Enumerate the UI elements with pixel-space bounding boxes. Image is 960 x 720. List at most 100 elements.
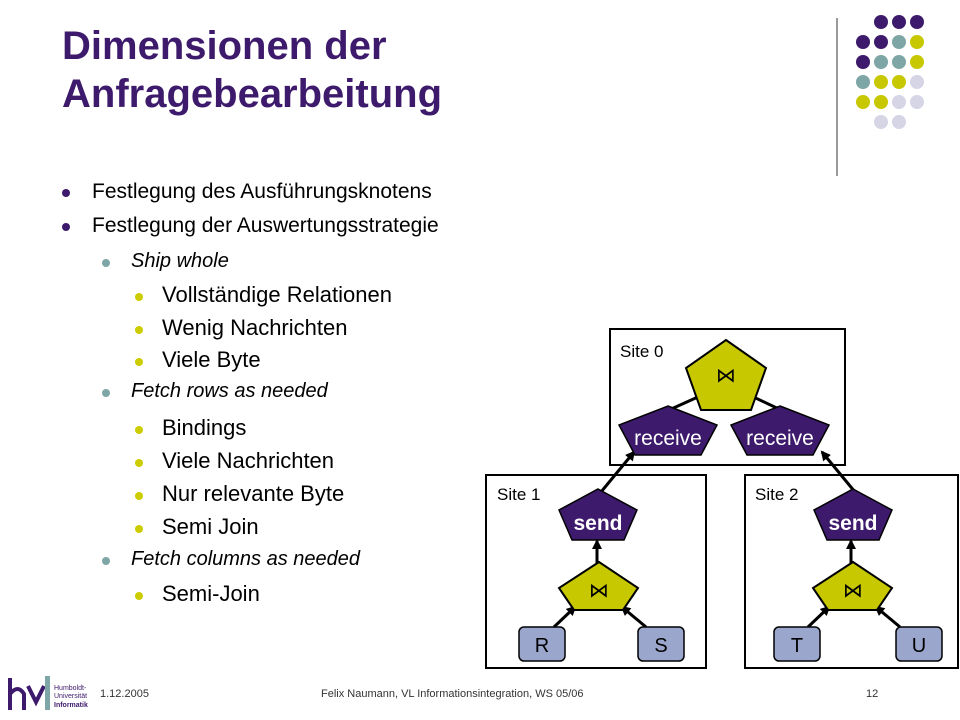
send-node-left bbox=[558, 488, 638, 541]
decor-dot bbox=[892, 75, 906, 89]
relation-s-label: S bbox=[654, 635, 667, 657]
receive-label-left: receive bbox=[634, 427, 702, 450]
bullet-item: Vollständige Relationen bbox=[135, 282, 392, 308]
bullet-item: Fetch rows as needed bbox=[102, 380, 328, 403]
decor-dot bbox=[910, 95, 924, 109]
decor-dot bbox=[892, 15, 906, 29]
send-label-right: send bbox=[828, 512, 877, 535]
join-symbol-site0: ⋈ bbox=[716, 363, 736, 387]
bullet-dot bbox=[135, 525, 143, 533]
decor-dot bbox=[910, 15, 924, 29]
bullet-text: Viele Nachrichten bbox=[162, 448, 335, 473]
decor-dot bbox=[910, 75, 924, 89]
relation-r-label: R bbox=[535, 635, 549, 657]
bullet-item: Viele Nachrichten bbox=[135, 448, 335, 474]
decor-dot bbox=[910, 35, 924, 49]
join-symbol-site1: ⋈ bbox=[589, 578, 609, 602]
bullet-dot bbox=[102, 557, 110, 565]
decor-dot bbox=[892, 35, 906, 49]
bullet-item: Semi-Join bbox=[135, 581, 260, 607]
decorative-dot-grid bbox=[856, 15, 924, 129]
relation-t-label: T bbox=[791, 635, 803, 657]
bullet-text: Viele Byte bbox=[162, 347, 261, 372]
bullet-item: Festlegung der Auswertungsstrategie bbox=[62, 214, 439, 238]
site2-label: Site 2 bbox=[755, 485, 798, 504]
arrow-send-left-to-receive bbox=[599, 450, 636, 493]
bullet-text: Semi-Join bbox=[162, 581, 260, 606]
bullet-dot bbox=[135, 358, 143, 366]
bullet-text: Semi Join bbox=[162, 514, 259, 539]
bullet-dot bbox=[135, 592, 143, 600]
receive-label-right: receive bbox=[746, 427, 814, 450]
decor-dot bbox=[874, 35, 888, 49]
decor-dot bbox=[874, 115, 888, 129]
decor-dot bbox=[874, 95, 888, 109]
bullet-item: Ship whole bbox=[102, 250, 229, 273]
send-label-left: send bbox=[573, 512, 622, 535]
arrow-r-to-join1 bbox=[552, 605, 577, 629]
title-line-1: Dimensionen der bbox=[62, 24, 387, 68]
footer-page-number: 12 bbox=[866, 688, 879, 700]
logo-h-glyph bbox=[8, 678, 26, 710]
bullet-item: Semi Join bbox=[135, 514, 259, 540]
relation-r bbox=[518, 626, 566, 662]
bullet-text: Fetch rows as needed bbox=[131, 380, 328, 402]
decor-dot bbox=[892, 55, 906, 69]
arrow-t-to-join2 bbox=[806, 605, 831, 629]
footer-date: 1.12.2005 bbox=[100, 688, 149, 700]
logo-u-glyph bbox=[26, 685, 46, 707]
relation-t bbox=[773, 626, 821, 662]
arrow-u-to-join2 bbox=[874, 605, 901, 629]
slide-title: Dimensionen der Anfragebearbeitung bbox=[62, 22, 782, 118]
bullet-text: Festlegung der Auswertungsstrategie bbox=[92, 214, 439, 237]
logo-text-2: Universität bbox=[54, 693, 87, 700]
bullet-text: Ship whole bbox=[131, 250, 229, 272]
decor-dot bbox=[856, 35, 870, 49]
bullet-text: Festlegung des Ausführungsknotens bbox=[92, 180, 432, 203]
bullet-item: Festlegung des Ausführungsknotens bbox=[62, 180, 432, 204]
bullet-text: Nur relevante Byte bbox=[162, 481, 345, 506]
bullet-item: Nur relevante Byte bbox=[135, 481, 345, 507]
decor-dot bbox=[892, 95, 906, 109]
bullet-dot bbox=[135, 459, 143, 467]
relation-s bbox=[637, 626, 685, 662]
decor-dot bbox=[892, 115, 906, 129]
bullet-item: Bindings bbox=[135, 415, 247, 441]
bullet-item: Wenig Nachrichten bbox=[135, 315, 348, 341]
bullet-text: Vollständige Relationen bbox=[162, 282, 392, 307]
site0-label: Site 0 bbox=[620, 342, 663, 361]
bullet-text: Bindings bbox=[162, 415, 247, 440]
bullet-text: Wenig Nachrichten bbox=[162, 315, 348, 340]
bullet-item: Viele Byte bbox=[135, 347, 261, 373]
send-node-right bbox=[813, 488, 893, 541]
join-symbol-site2: ⋈ bbox=[843, 578, 863, 602]
bullet-dot bbox=[135, 492, 143, 500]
bullet-dot bbox=[62, 189, 70, 197]
decor-dot bbox=[910, 55, 924, 69]
relation-u-label: U bbox=[912, 635, 926, 657]
bullet-text: Fetch columns as needed bbox=[131, 548, 361, 570]
receive-node-right bbox=[729, 405, 831, 456]
bullet-dot bbox=[62, 223, 70, 231]
title-line-2: Anfragebearbeitung bbox=[62, 72, 443, 116]
decor-dot bbox=[856, 55, 870, 69]
receive-node-left bbox=[617, 405, 719, 456]
join-node-site1 bbox=[557, 560, 640, 611]
divider-line bbox=[836, 18, 838, 176]
arrow-s-to-join1 bbox=[620, 605, 647, 629]
decor-dot bbox=[856, 75, 870, 89]
bullet-dot bbox=[102, 389, 110, 397]
bullet-dot bbox=[135, 426, 143, 434]
decor-dot bbox=[874, 15, 888, 29]
footer-center: Felix Naumann, VL Informationsintegratio… bbox=[321, 688, 584, 700]
decor-dot bbox=[856, 95, 870, 109]
bullet-item: Fetch columns as needed bbox=[102, 548, 361, 571]
arrow-send-right-to-receive bbox=[820, 450, 857, 493]
decor-dot bbox=[874, 55, 888, 69]
join-node-site0 bbox=[684, 338, 768, 411]
bullet-dot bbox=[135, 326, 143, 334]
bullet-dot bbox=[102, 259, 110, 267]
logo-bar bbox=[45, 676, 50, 710]
